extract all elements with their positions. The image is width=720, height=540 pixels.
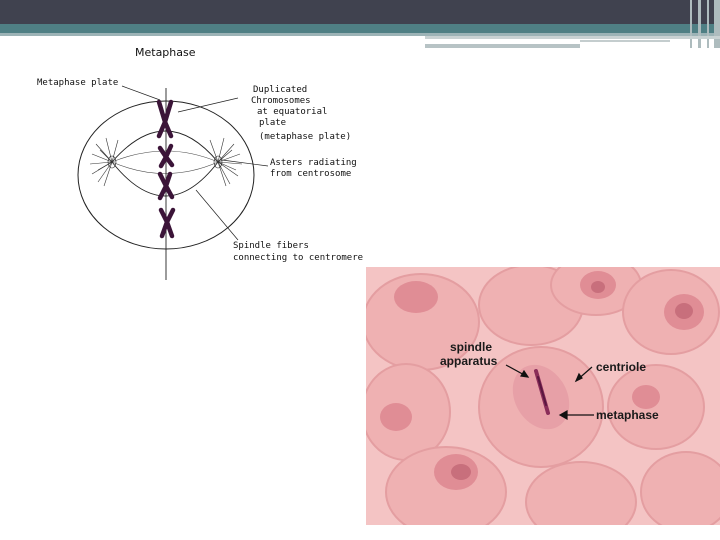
diagram-title: Metaphase bbox=[135, 46, 196, 59]
leader-line bbox=[122, 86, 160, 100]
micro-label-centriole: centriole bbox=[596, 360, 646, 374]
label-plate: plate bbox=[259, 118, 286, 128]
slide-header-edge-decoration bbox=[690, 0, 720, 48]
aster-left bbox=[90, 138, 118, 186]
label-duplicated: Duplicated bbox=[253, 85, 307, 95]
label-centrosome: from centrosome bbox=[270, 169, 351, 179]
micrograph-image: spindle apparatus centriole metaphase bbox=[366, 267, 720, 525]
metaphase-micrograph: spindle apparatus centriole metaphase bbox=[366, 267, 720, 525]
label-metaphase-plate: Metaphase plate bbox=[37, 78, 118, 88]
label-metaphase-plate-paren: (metaphase plate) bbox=[259, 132, 351, 142]
micro-label-metaphase: metaphase bbox=[596, 408, 659, 422]
spindle-outline-inner bbox=[112, 162, 218, 174]
slide-accent-line bbox=[425, 44, 580, 48]
label-spindle-fibers: Spindle fibers bbox=[233, 241, 309, 251]
micro-label-apparatus: apparatus bbox=[440, 354, 498, 368]
metaphase-diagram: Metaphase Metaphase plate bbox=[0, 40, 380, 280]
slide-accent-line bbox=[580, 40, 670, 42]
micro-label-spindle: spindle bbox=[450, 340, 492, 354]
slide-accent-line bbox=[425, 36, 720, 39]
label-centromere: connecting to centromere bbox=[233, 253, 363, 263]
leader-line bbox=[196, 190, 238, 240]
label-chromosomes: Chromosomes bbox=[251, 96, 311, 106]
slide-header-accent bbox=[0, 24, 720, 33]
slide-header-bar bbox=[0, 0, 720, 24]
label-equatorial: at equatorial bbox=[257, 107, 327, 117]
chromosome bbox=[161, 210, 173, 236]
label-asters: Asters radiating bbox=[270, 158, 357, 168]
